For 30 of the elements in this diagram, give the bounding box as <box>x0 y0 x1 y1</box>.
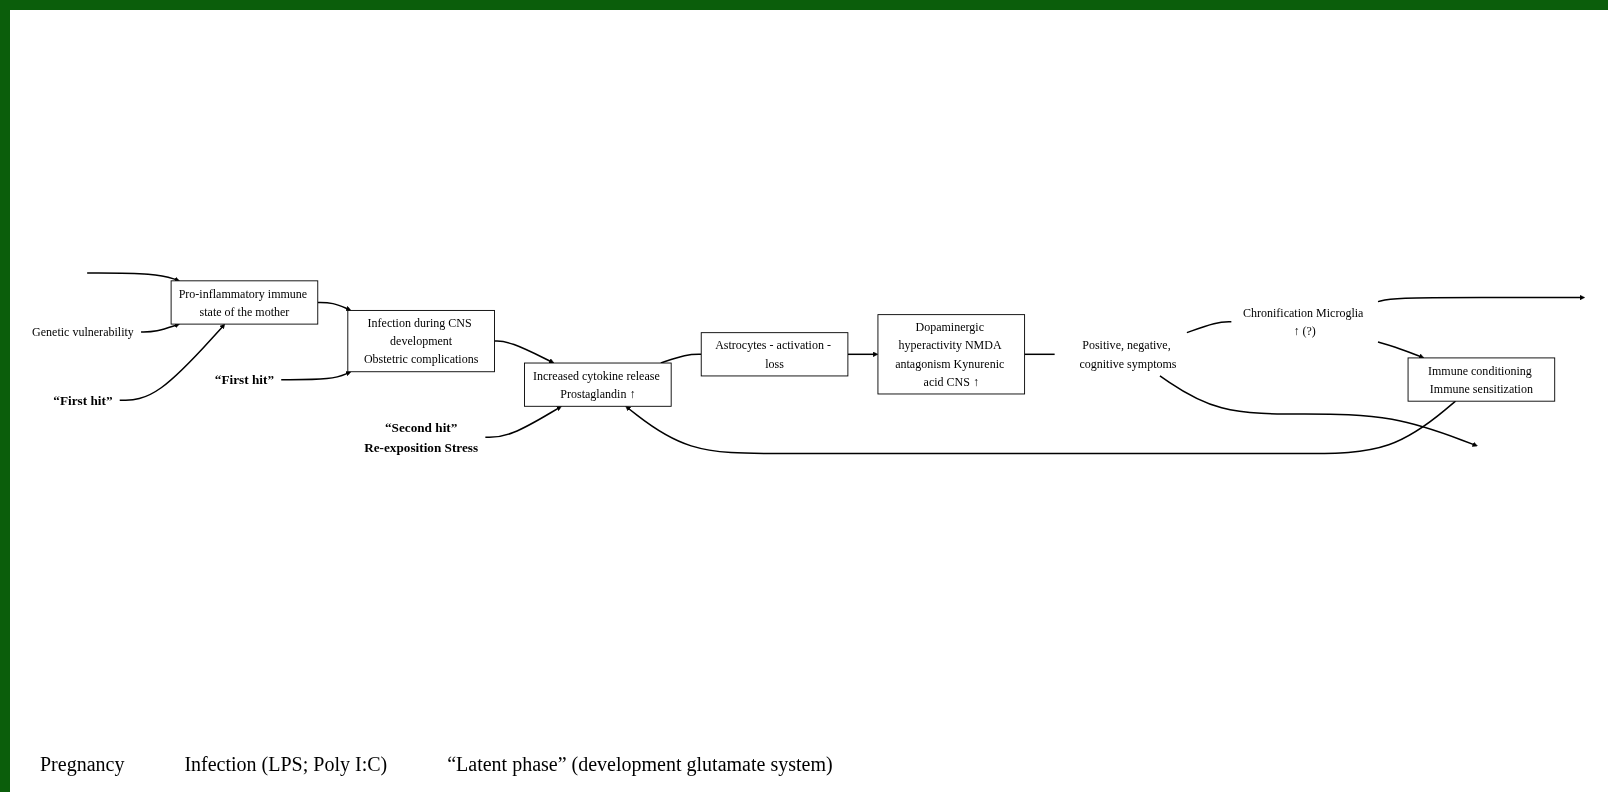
process-box: Infection during CNS development Obstetric complications <box>347 310 495 373</box>
connector-line <box>1159 375 1478 447</box>
connector-line <box>625 400 1457 455</box>
connector-line <box>140 323 180 333</box>
process-box: Increased cytokine release Prostaglandin ↑ <box>524 362 672 407</box>
connector-line <box>1377 341 1425 359</box>
note-text: Pregnancy <box>40 753 125 776</box>
connector-line <box>1186 321 1233 334</box>
node-text: “Second hit” Re-exposition Stress <box>364 420 479 455</box>
connector-line <box>86 272 180 283</box>
connector-line <box>1377 295 1585 303</box>
node-text: Positive, negative, cognitive symptoms <box>1079 338 1177 371</box>
connector-line <box>118 324 226 402</box>
note-text: “Latent phase” (development glutamate system) <box>447 753 833 776</box>
process-box: Immune conditioning Immune sensitization <box>1407 357 1556 402</box>
connector-line <box>317 301 352 312</box>
connector-line <box>280 371 352 381</box>
node-text: “First hit” <box>53 392 113 408</box>
connector-line <box>1023 353 1056 356</box>
process-box: Dopaminergic hyperactivity NMDA antagonism Kynurenic acid CNS ↑ <box>877 314 1026 395</box>
connector-line <box>484 406 562 439</box>
note-text: Infection (LPS; Poly I:C) <box>184 753 388 776</box>
process-box: Pro-inflammatory immune state of the mother <box>170 280 319 325</box>
connector-line <box>660 353 702 364</box>
node-text: Chronification Microglia ↑ (?) <box>1242 306 1364 338</box>
connector-line <box>493 340 555 364</box>
node-text: “First hit” <box>214 372 274 388</box>
process-box: Astrocytes - activation - loss <box>700 332 849 377</box>
connector-line <box>847 351 879 358</box>
node-text: Genetic vulnerability <box>32 325 134 339</box>
